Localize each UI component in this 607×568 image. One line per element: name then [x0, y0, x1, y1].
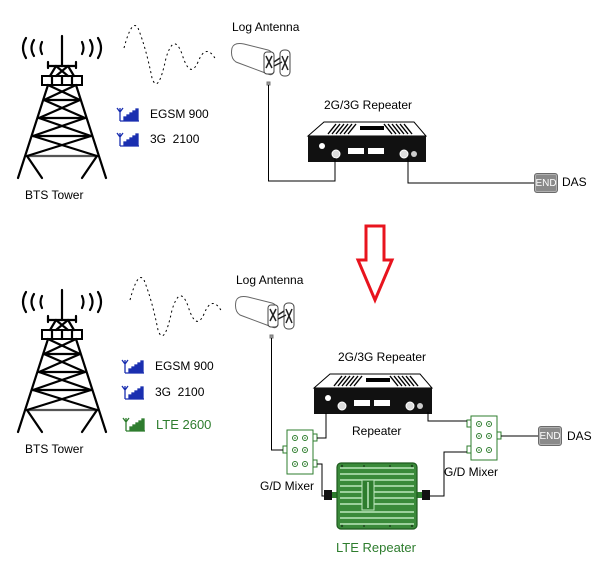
band-label: 3G 2100: [155, 385, 205, 399]
band-label: 3G 2100: [150, 132, 200, 146]
cable-repeater-to-mixer: [427, 412, 467, 422]
end-badge: END: [538, 426, 562, 446]
gd-mixer-right: [466, 415, 502, 461]
band-row-egsm900: EGSM 900: [121, 358, 214, 374]
cable-mixer-to-repeater: [317, 413, 327, 439]
cable-mixer-to-lte: [317, 463, 324, 497]
lte-repeater-label: LTE Repeater: [336, 540, 416, 555]
das-label: DAS: [567, 429, 592, 443]
cable-lte-to-mixer: [430, 451, 467, 497]
radio-wave-icon: [123, 25, 217, 85]
signal-antenna-icon: [116, 132, 139, 147]
band-label: LTE 2600: [156, 416, 212, 432]
repeater-label: 2G/3G Repeater: [324, 98, 413, 112]
cable-repeater-to-das: [407, 158, 534, 184]
log-antenna-icon: [235, 296, 295, 330]
band-row-3g2100: 3G 2100: [121, 384, 204, 400]
log-antenna-label: Log Antenna: [236, 273, 304, 287]
signal-antenna-icon: [116, 107, 139, 122]
bts-tower-label: BTS Tower: [25, 442, 84, 456]
repeater-label: 2G/3G Repeater: [338, 350, 427, 364]
signal-antenna-icon: [121, 359, 144, 374]
das-label: DAS: [562, 175, 587, 189]
log-antenna-label: Log Antenna: [232, 20, 300, 34]
antenna-connector: [269, 334, 274, 339]
cable-antenna-to-repeater: [268, 85, 336, 182]
radio-wave-icon: [129, 277, 223, 337]
gd-mixer-left: [282, 429, 318, 475]
log-antenna-icon: [231, 43, 291, 77]
band-row-3g2100: 3G 2100: [116, 131, 199, 147]
cable-antenna-to-mixer: [271, 338, 283, 451]
repeater-sub-label: Repeater: [352, 424, 402, 438]
repeater-2g3g-device: [312, 373, 434, 414]
bts-tower-icon: [16, 288, 108, 434]
band-label: EGSM 900: [155, 359, 214, 373]
bts-tower-icon: [16, 34, 108, 180]
signal-antenna-icon: [122, 417, 145, 432]
gd-mixer-left-label: G/D Mixer: [260, 479, 314, 493]
band-label: EGSM 900: [150, 107, 209, 121]
bts-tower-label: BTS Tower: [25, 188, 84, 202]
band-row-egsm900: EGSM 900: [116, 106, 209, 122]
down-arrow-icon: [355, 224, 395, 304]
end-badge: END: [534, 173, 558, 193]
gd-mixer-right-label: G/D Mixer: [444, 465, 498, 479]
lte-repeater-device: [324, 462, 430, 530]
band-row-lte2600: LTE 2600: [122, 416, 211, 432]
signal-antenna-icon: [121, 385, 144, 400]
repeater-2g3g-device: [306, 121, 428, 162]
